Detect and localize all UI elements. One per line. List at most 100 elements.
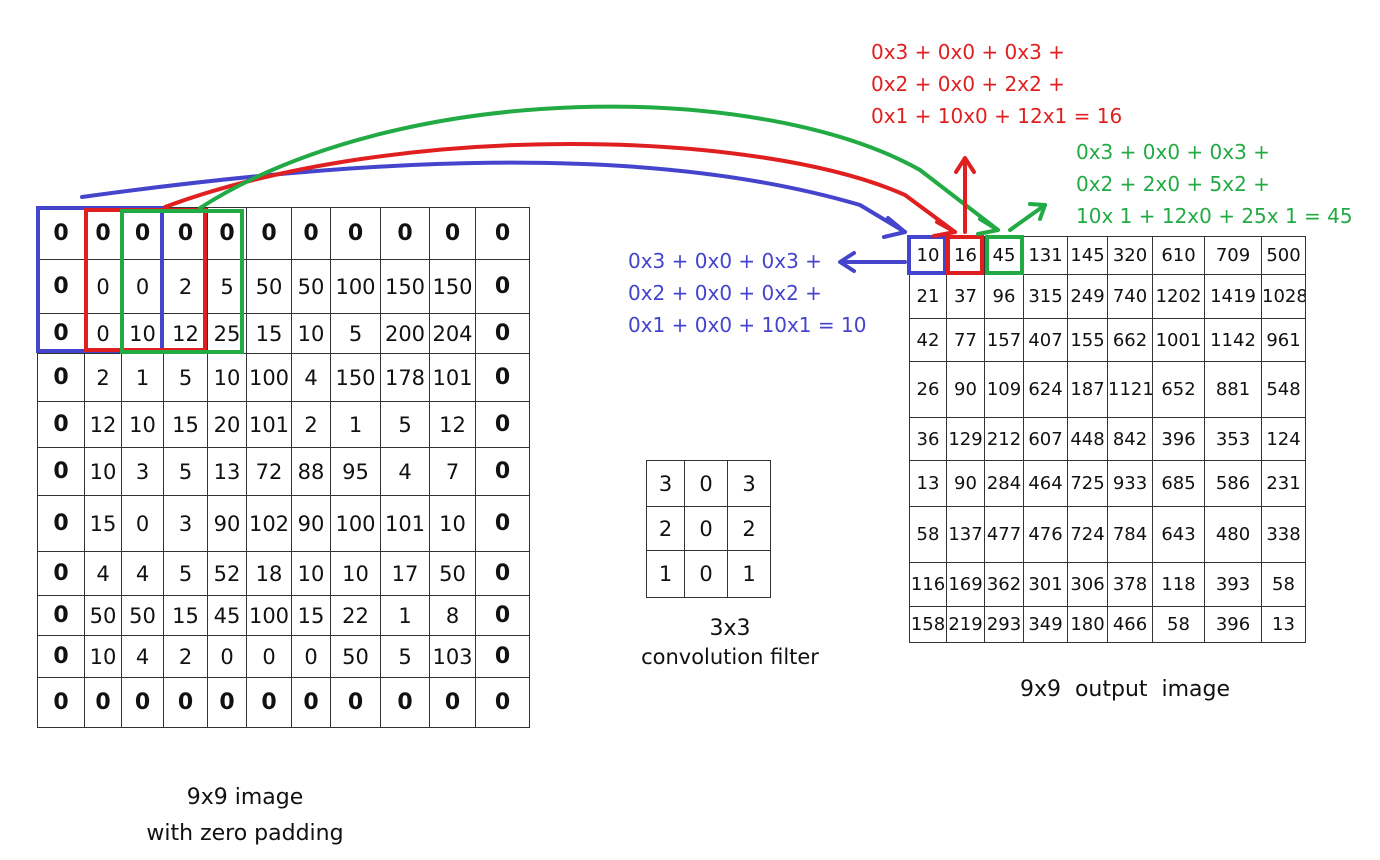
input-image-cell: 12 <box>163 313 208 354</box>
input-image-cell: 0 <box>37 495 85 552</box>
output-image-cell: 610 <box>1152 236 1205 275</box>
output-image-cell: 158 <box>909 606 947 643</box>
output-image-cell: 709 <box>1204 236 1262 275</box>
input-image-cell: 3 <box>121 447 164 496</box>
output-image-cell: 477 <box>984 506 1024 563</box>
filter-cell: 0 <box>684 550 728 598</box>
output-image-cell: 724 <box>1067 506 1108 563</box>
input-image-cell: 15 <box>163 595 208 636</box>
input-image-cell: 0 <box>380 207 430 260</box>
input-image-cell: 101 <box>429 353 476 402</box>
output-image-cell: 155 <box>1067 318 1108 362</box>
filter-caption-line-2: convolution filter <box>641 644 819 669</box>
output-image-cell: 1028 <box>1261 274 1306 319</box>
green-diagonal-arrow <box>1008 203 1047 232</box>
red-calculation: 0x3 + 0x0 + 0x3 + 0x2 + 0x0 + 2x2 + 0x1 … <box>871 36 1122 132</box>
output-image-cell: 393 <box>1204 562 1262 607</box>
output-image-cell: 131 <box>1023 236 1068 275</box>
output-image-cell: 548 <box>1261 361 1306 418</box>
output-image-cell: 96 <box>984 274 1024 319</box>
output-image-cell: 586 <box>1204 460 1262 507</box>
output-image-cell: 45 <box>984 236 1024 275</box>
input-image-cell: 13 <box>207 447 247 496</box>
input-image-cell: 3 <box>163 495 208 552</box>
input-image-cell: 0 <box>121 259 164 314</box>
output-image-caption: 9x9 output image <box>1019 677 1231 702</box>
output-image-cell: 219 <box>946 606 985 643</box>
input-image-cell: 0 <box>121 677 164 728</box>
input-image-cell: 88 <box>291 447 331 496</box>
input-image-cell: 0 <box>475 401 530 448</box>
output-image-cell: 36 <box>909 417 947 461</box>
input-image-cell: 0 <box>207 635 247 678</box>
output-image-cell: 231 <box>1261 460 1306 507</box>
output-image-cell: 740 <box>1107 274 1153 319</box>
filter-caption: 3x3 convolution filter <box>620 615 840 671</box>
red-up-arrowhead <box>954 156 976 174</box>
input-image-cell: 200 <box>380 313 430 354</box>
input-image-cell: 72 <box>246 447 292 496</box>
input-image-cell: 7 <box>429 447 476 496</box>
input-image-cell: 0 <box>37 677 85 728</box>
input-image-cell: 95 <box>330 447 381 496</box>
blue-arc-arrowhead <box>882 216 907 239</box>
input-caption-line-2: with zero padding <box>146 821 344 846</box>
output-image-cell: 881 <box>1204 361 1262 418</box>
filter-cell: 1 <box>646 550 685 598</box>
input-image-cell: 0 <box>163 677 208 728</box>
output-image-cell: 320 <box>1107 236 1153 275</box>
input-image-cell: 150 <box>429 259 476 314</box>
output-image-cell: 77 <box>946 318 985 362</box>
output-image-cell: 116 <box>909 562 947 607</box>
input-image-cell: 0 <box>246 677 292 728</box>
input-image-cell: 100 <box>246 353 292 402</box>
output-image-cell: 137 <box>946 506 985 563</box>
output-image-cell: 90 <box>946 361 985 418</box>
input-image-cell: 0 <box>475 313 530 354</box>
input-image-cell: 22 <box>330 595 381 636</box>
output-image-cell: 26 <box>909 361 947 418</box>
input-image-cell: 17 <box>380 551 430 596</box>
input-image-cell: 101 <box>380 495 430 552</box>
output-image-cell: 118 <box>1152 562 1205 607</box>
output-image-cell: 378 <box>1107 562 1153 607</box>
filter-cell: 2 <box>646 506 685 551</box>
input-image-cell: 10 <box>121 401 164 448</box>
input-image-cell: 4 <box>121 635 164 678</box>
input-image-cell: 0 <box>84 677 122 728</box>
input-image-cell: 0 <box>429 677 476 728</box>
output-image-cell: 725 <box>1067 460 1108 507</box>
input-image-cell: 100 <box>330 495 381 552</box>
input-image-cell: 10 <box>121 313 164 354</box>
input-image-cell: 15 <box>291 595 331 636</box>
input-image-cell: 50 <box>291 259 331 314</box>
output-image-cell: 1121 <box>1107 361 1153 418</box>
red-output-highlight <box>946 235 984 275</box>
filter-cell: 0 <box>684 460 728 507</box>
blue-calc-line-2: 0x2 + 0x0 + 0x2 + <box>628 281 822 305</box>
red-calc-line-2: 0x2 + 0x0 + 2x2 + <box>871 72 1065 96</box>
input-image-cell: 4 <box>380 447 430 496</box>
output-image-cell: 37 <box>946 274 985 319</box>
input-image-cell: 0 <box>475 677 530 728</box>
input-image-cell: 0 <box>475 595 530 636</box>
input-image-cell: 0 <box>246 635 292 678</box>
red-calc-line-1: 0x3 + 0x0 + 0x3 + <box>871 40 1065 64</box>
input-image-cell: 0 <box>246 207 292 260</box>
output-image-cell: 500 <box>1261 236 1306 275</box>
input-image-cell: 102 <box>246 495 292 552</box>
input-image-cell: 0 <box>37 313 85 354</box>
input-image-cell: 0 <box>475 495 530 552</box>
input-image-cell: 5 <box>380 401 430 448</box>
